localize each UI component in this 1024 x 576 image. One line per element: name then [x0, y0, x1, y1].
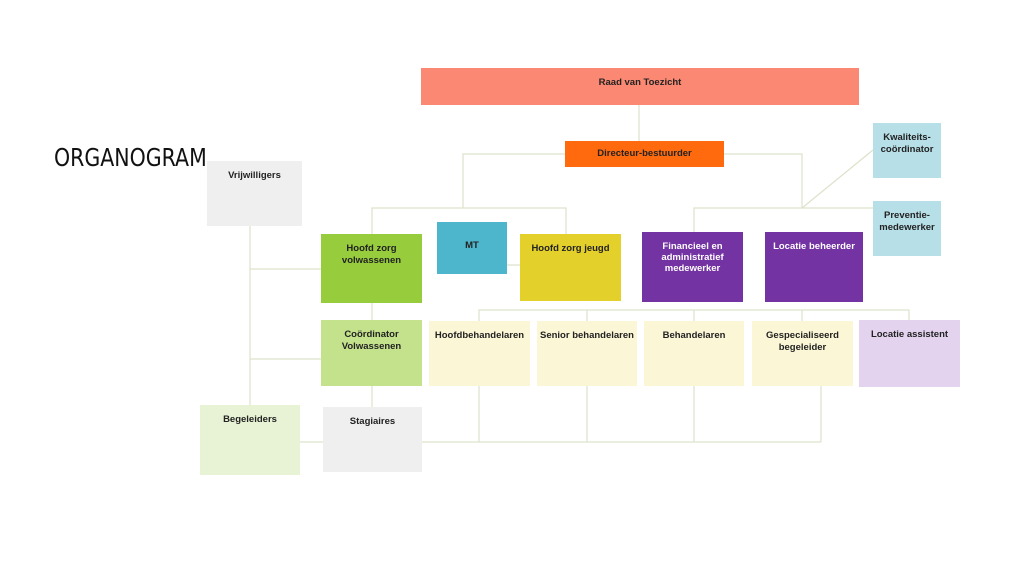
node-raad-van-toezicht: Raad van Toezicht: [421, 68, 859, 105]
node-stagiaires: Stagiaires: [323, 407, 422, 472]
node-senior-behandelaren: Senior behandelaren: [537, 321, 637, 386]
node-locatie-beheerder: Locatie beheerder: [765, 232, 863, 302]
node-begeleiders: Begeleiders: [200, 405, 300, 475]
node-label: Kwaliteits- coördinator: [880, 132, 934, 155]
node-hoofdbehandelaren: Hoofdbehandelaren: [429, 321, 530, 386]
node-label: Financieel en administratief medewerker: [661, 241, 724, 274]
node-label: Senior behandelaren: [540, 330, 634, 341]
node-label: Hoofd zorg volwassenen: [341, 243, 402, 266]
node-hoofd-zorg-volwassenen: Hoofd zorg volwassenen: [321, 234, 422, 303]
node-mt: MT: [437, 222, 507, 274]
node-label: MT: [465, 240, 479, 251]
node-label: Hoofd zorg jeugd: [531, 243, 610, 254]
node-label: Preventie- medewerker: [879, 210, 935, 233]
node-label: Raad van Toezicht: [598, 77, 682, 88]
node-coordinator-volwassenen: Coördinator Volwassenen: [321, 320, 422, 386]
node-preventiemedewerker: Preventie- medewerker: [873, 201, 941, 256]
node-hoofd-zorg-jeugd: Hoofd zorg jeugd: [520, 234, 621, 301]
node-behandelaren: Behandelaren: [644, 321, 744, 386]
node-label: Stagiaires: [349, 416, 396, 427]
node-gespecialiseerd-begeleider: Gespecialiseerd begeleider: [752, 321, 853, 386]
node-label: Begeleiders: [223, 414, 277, 425]
node-label: Behandelaren: [662, 330, 726, 341]
node-label: Coördinator Volwassenen: [341, 329, 402, 352]
node-label: Gespecialiseerd begeleider: [766, 330, 839, 353]
node-label: Locatie assistent: [870, 329, 949, 340]
node-vrijwilligers: Vrijwilligers: [207, 161, 302, 226]
page-title: ORGANOGRAM: [54, 143, 207, 172]
node-label: Directeur-bestuurder: [597, 148, 692, 159]
node-label: Locatie beheerder: [773, 241, 855, 252]
node-locatie-assistent: Locatie assistent: [859, 320, 960, 387]
node-financieel-administratief: Financieel en administratief medewerker: [642, 232, 743, 302]
node-label: Vrijwilligers: [228, 170, 281, 181]
node-kwaliteitscoordinator: Kwaliteits- coördinator: [873, 123, 941, 178]
node-label: Hoofdbehandelaren: [434, 330, 525, 341]
node-directeur-bestuurder: Directeur-bestuurder: [565, 141, 724, 167]
